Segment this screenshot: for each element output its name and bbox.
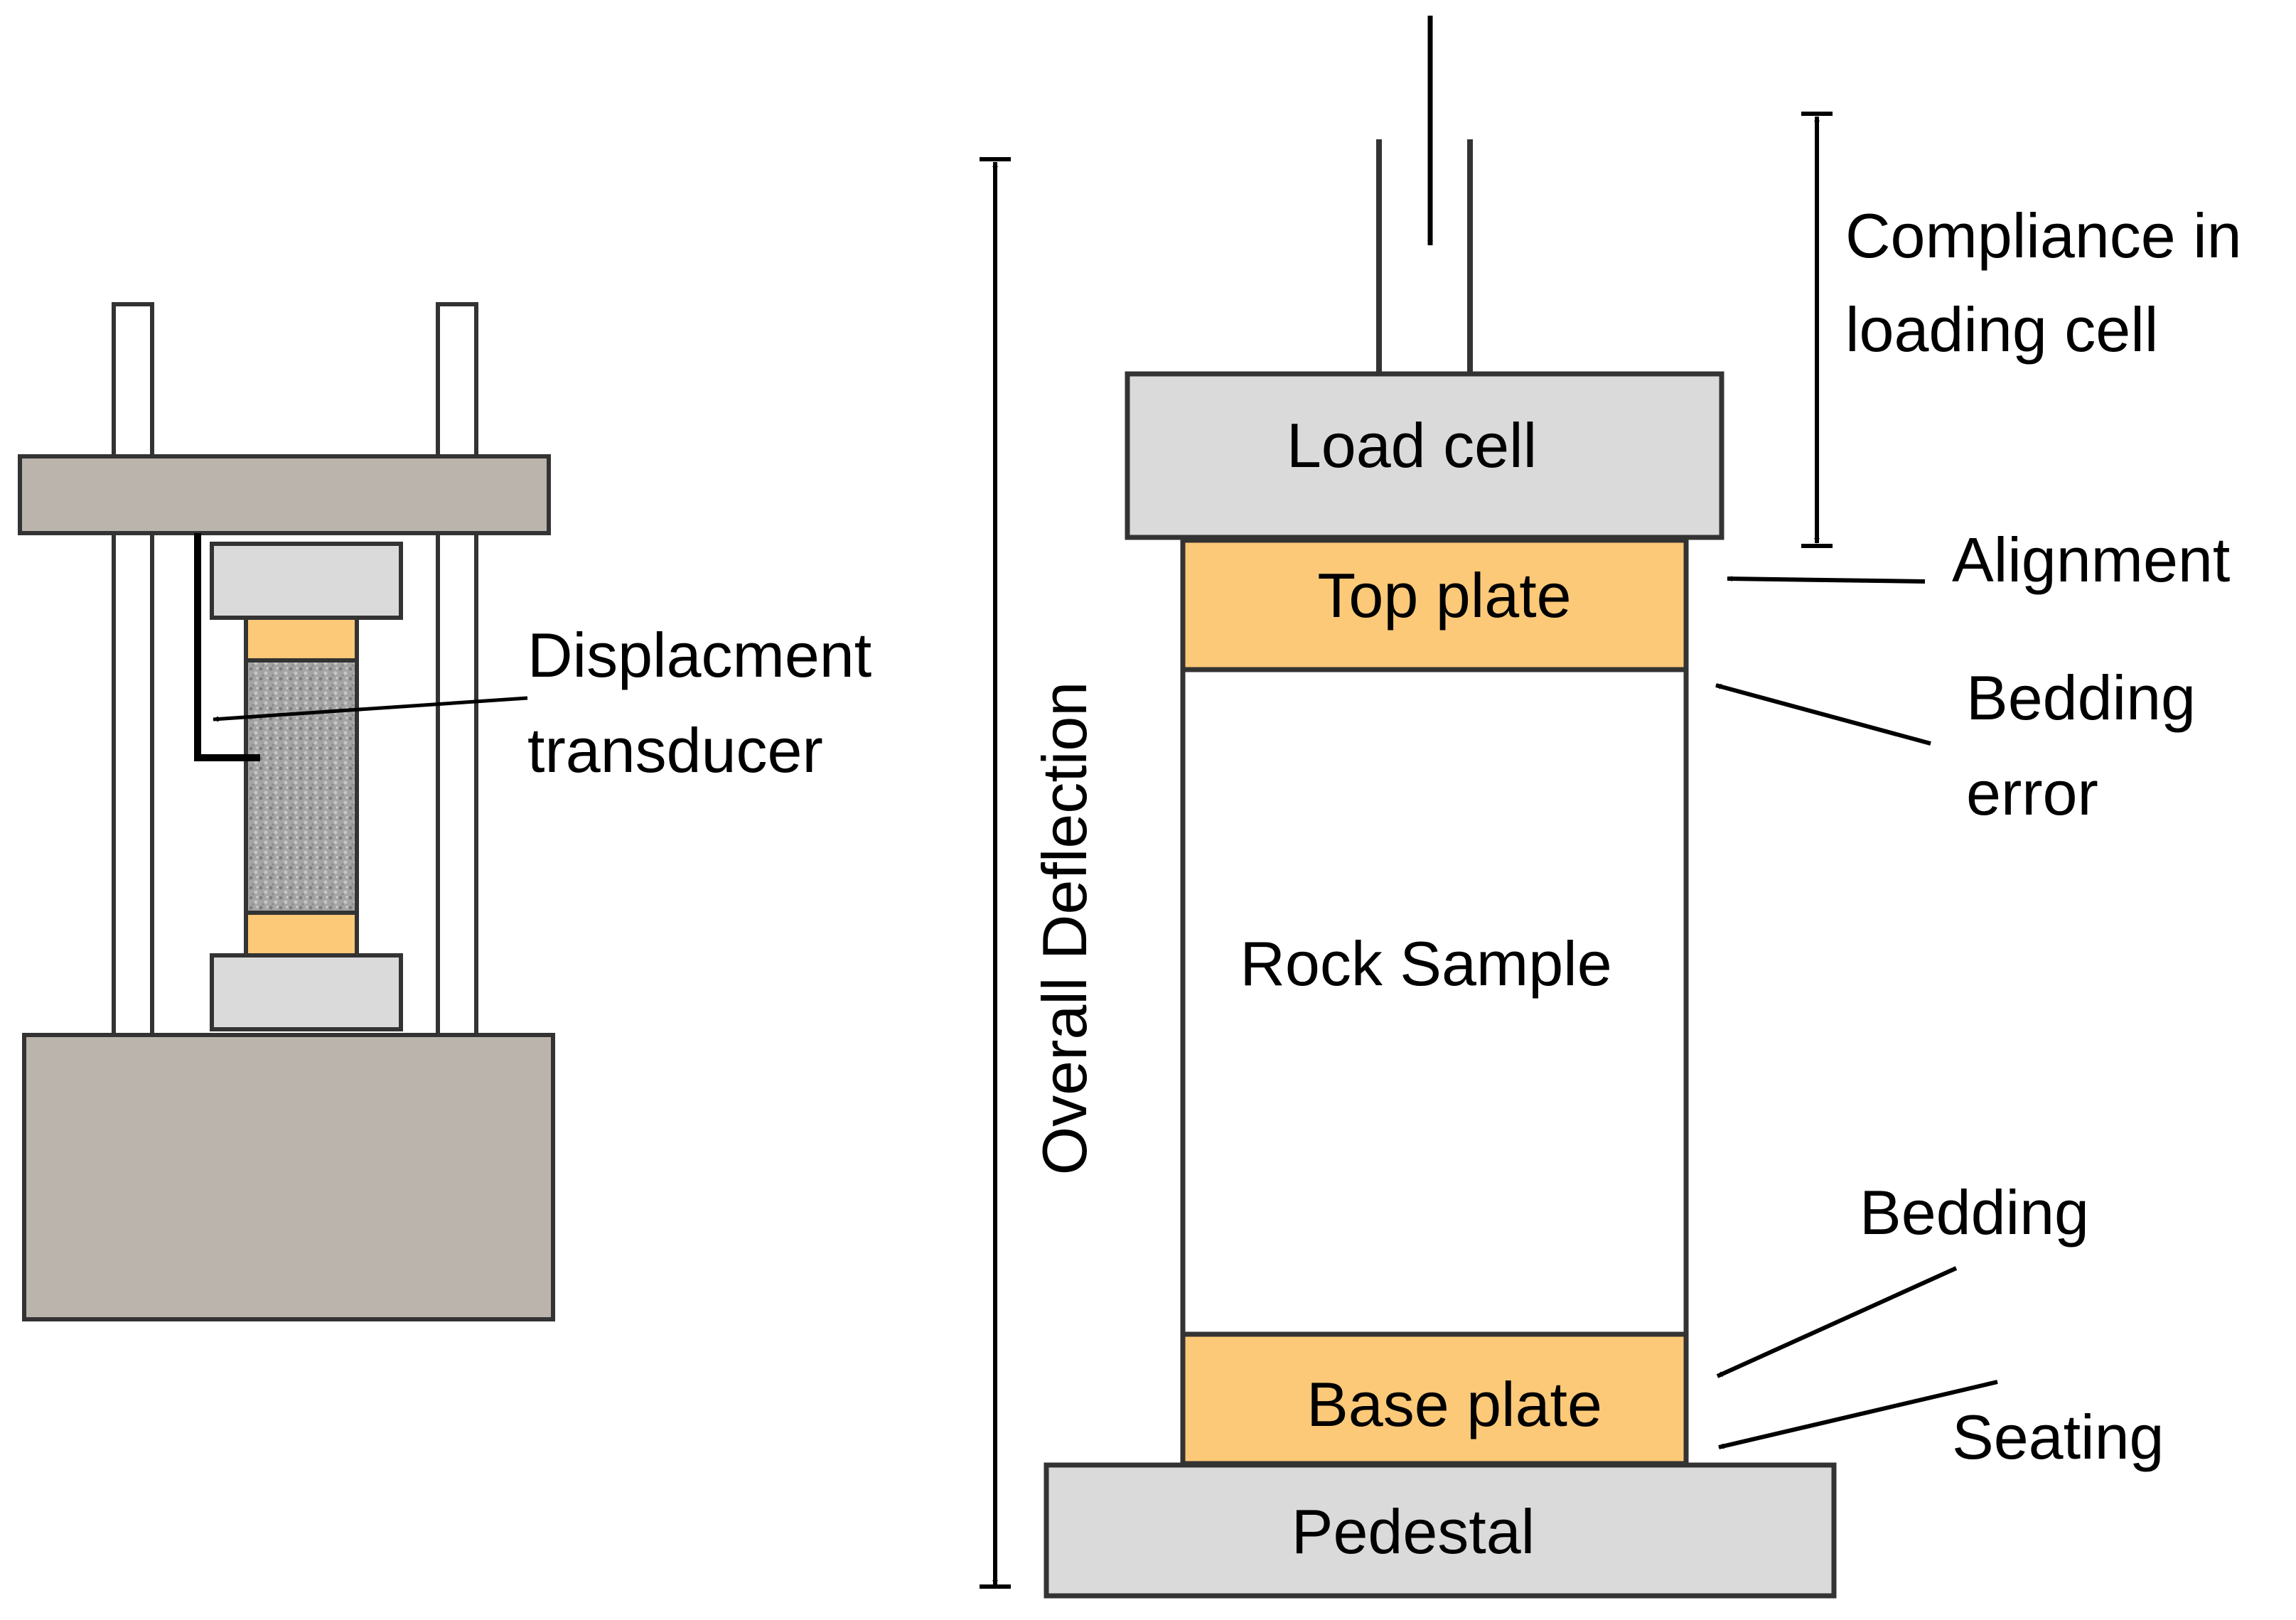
transducer-pointer-arrow — [213, 696, 528, 722]
overall-deflection-label: Overall Deflection — [1029, 682, 1100, 1176]
displacement-transducer-rod — [194, 533, 260, 761]
upper-end-cap — [244, 616, 359, 663]
machine-base — [22, 1033, 555, 1321]
bedding-label: Bedding — [1860, 1177, 2089, 1248]
rock-sample-label: Rock Sample — [1240, 928, 1611, 999]
alignment-label: Alignment — [1952, 525, 2230, 595]
bedding-arrow — [1716, 1266, 1958, 1378]
crosshead — [18, 454, 551, 535]
lower-platen — [210, 953, 403, 1031]
bedding-error-label-line2: error — [1966, 758, 2098, 828]
transducer-label-line1: Displacment — [527, 620, 871, 690]
alignment-arrow — [1727, 576, 1926, 584]
base-plate — [1180, 1331, 1689, 1466]
transducer-label-line2: transducer — [527, 715, 823, 785]
rock-specimen — [244, 658, 359, 915]
load-cell-label: Load cell — [1287, 410, 1537, 481]
base-plate-label: Base plate — [1307, 1369, 1602, 1439]
seating-arrow — [1718, 1380, 1998, 1449]
left-test-setup: Displacment transducer — [18, 302, 871, 1321]
top-plate-label: Top plate — [1317, 560, 1571, 631]
seating-label: Seating — [1952, 1402, 2164, 1472]
bedding-error-arrow — [1715, 683, 1931, 746]
compliance-label-line2: loading cell — [1845, 294, 2158, 365]
pedestal-label: Pedestal — [1292, 1496, 1535, 1567]
left-column — [112, 302, 154, 1039]
pedestal — [1044, 1462, 1837, 1599]
right-test-setup: Load cell Top plate Rock Sample Base pla… — [980, 16, 2242, 1599]
bedding-error-label-line1: Bedding — [1966, 663, 2196, 733]
load-cell — [1125, 371, 1724, 540]
lower-end-cap — [244, 911, 359, 957]
right-column — [436, 302, 478, 1039]
compliance-label-line1: Compliance in — [1845, 200, 2242, 271]
rock-sample — [1180, 667, 1689, 1337]
upper-platen — [210, 542, 403, 620]
